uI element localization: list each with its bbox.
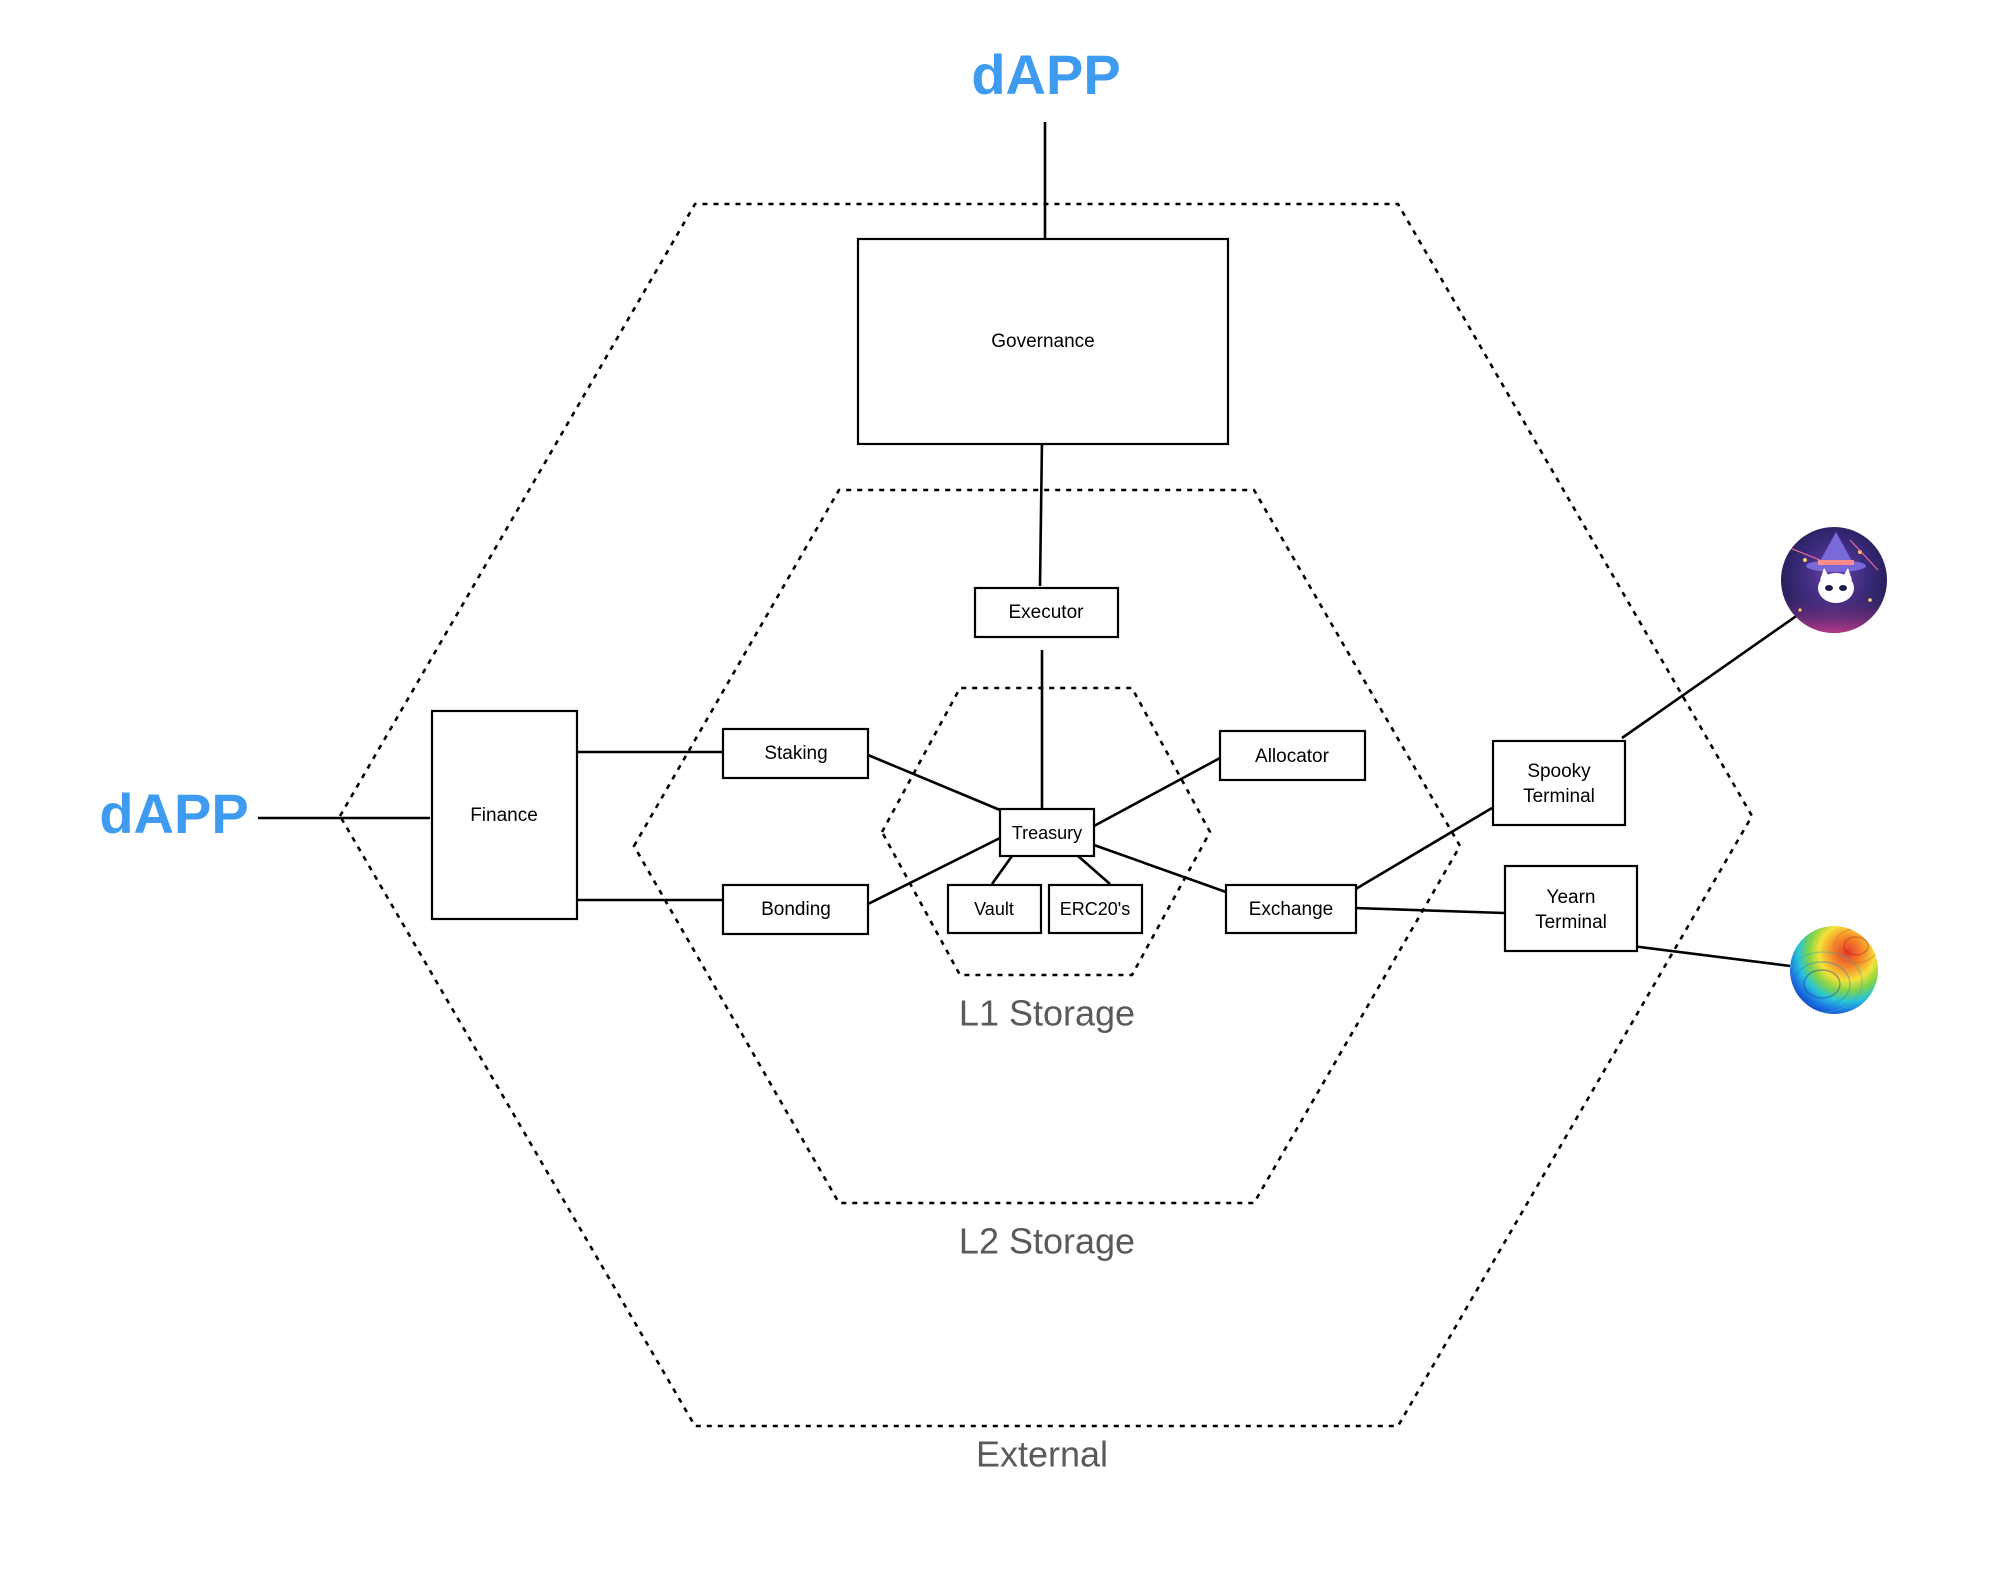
dapp-left-label: dAPP [99, 782, 248, 845]
connector-yearn-terminal-logo [1631, 944, 1791, 968]
yearn-terminal-label-line2: Terminal [1535, 912, 1607, 933]
dapp-top-label: dAPP [971, 43, 1120, 106]
staking-label: Staking [764, 743, 827, 764]
vault-node[interactable]: Vault [946, 883, 1043, 935]
spooky-terminal-label-line2: Terminal [1523, 786, 1595, 807]
exchange-node[interactable]: Exchange [1224, 883, 1358, 935]
exchange-label: Exchange [1249, 899, 1334, 920]
connectors [258, 122, 1803, 968]
connector-staking-treasury [867, 753, 1001, 812]
connector-exchange-yearn-terminal [1353, 906, 1505, 915]
staking-node[interactable]: Staking [721, 727, 870, 780]
yearn-terminal-label-line1: Yearn [1547, 887, 1596, 908]
l1-storage-zone [880, 686, 1212, 977]
l1-storage-label: L1 Storage [959, 993, 1135, 1034]
bonding-label: Bonding [761, 899, 831, 920]
bonding-node[interactable]: Bonding [721, 883, 870, 936]
connector-treasury-vault [990, 855, 1014, 885]
erc20-node[interactable]: ERC20's [1047, 883, 1144, 935]
yearn-logo-icon [1790, 926, 1878, 1014]
connector-spooky-terminal-logo [1621, 610, 1803, 740]
erc20-label: ERC20's [1060, 899, 1130, 919]
finance-label: Finance [470, 805, 538, 826]
connector-treasury-erc20 [1077, 855, 1111, 885]
executor-node[interactable]: Executor [973, 586, 1120, 639]
l2-storage-label: L2 Storage [959, 1221, 1135, 1262]
governance-label: Governance [991, 331, 1095, 352]
external-label: External [976, 1434, 1108, 1475]
governance-node[interactable]: Governance [856, 237, 1230, 446]
connector-bonding-treasury [867, 836, 1001, 906]
allocator-label: Allocator [1255, 746, 1330, 767]
connector-governance-executor [1038, 439, 1044, 587]
spookyswap-logo-icon [1781, 527, 1887, 633]
yearn-terminal-node[interactable]: Yearn Terminal [1503, 864, 1639, 953]
connector-exchange-spooky-terminal [1353, 806, 1493, 892]
executor-label: Executor [1009, 602, 1085, 623]
l2-storage-zone [632, 488, 1462, 1205]
connector-treasury-allocator [1093, 756, 1221, 828]
treasury-node[interactable]: Treasury [998, 807, 1096, 858]
vault-label: Vault [974, 899, 1014, 919]
spooky-terminal-node[interactable]: Spooky Terminal [1491, 739, 1627, 827]
external-zone [338, 202, 1754, 1428]
connector-treasury-exchange [1093, 843, 1227, 894]
allocator-node[interactable]: Allocator [1218, 729, 1367, 782]
treasury-label: Treasury [1012, 823, 1082, 843]
spooky-terminal-label-line1: Spooky [1527, 761, 1591, 782]
finance-node[interactable]: Finance [430, 709, 579, 921]
